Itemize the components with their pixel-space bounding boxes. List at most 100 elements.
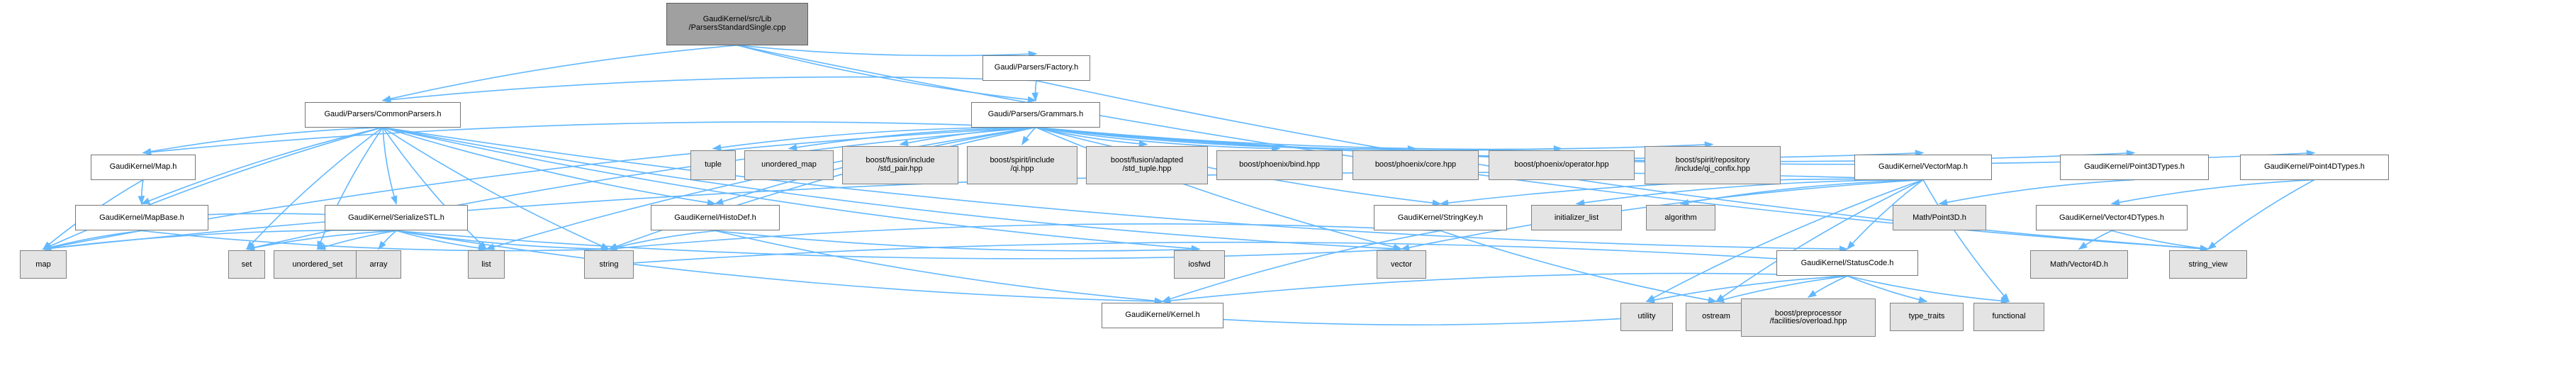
graph-edge-serializestl-to-vector <box>396 230 1403 260</box>
graph-node-set[interactable]: set <box>228 250 265 279</box>
graph-node-string_view[interactable]: string_view <box>2169 250 2247 279</box>
graph-node-stringkey[interactable]: GaudiKernel/StringKey.h <box>1374 205 1507 231</box>
graph-node-type_traits[interactable]: type_traits <box>1890 303 1964 332</box>
graph-edge-commonparsers-to-set <box>245 127 383 250</box>
graph-node-vectormap[interactable]: GaudiKernel/VectorMap.h <box>1854 154 1992 180</box>
graph-node-fusion_tuple[interactable]: boost/fusion/adapted /std_tuple.hpp <box>1086 145 1208 184</box>
graph-node-label: functional <box>1992 312 2026 321</box>
graph-node-label: Gaudi/Parsers/Factory.h <box>994 63 1079 72</box>
graph-edge-vectormap-to-ostream <box>1715 179 1924 303</box>
graph-node-label: GaudiKernel/src/Lib /ParsersStandardSing… <box>688 15 786 32</box>
graph-node-string[interactable]: string <box>584 250 634 279</box>
graph-node-label: GaudiKernel/Map.h <box>109 162 177 171</box>
graph-node-utility[interactable]: utility <box>1620 303 1673 332</box>
graph-node-mapbase[interactable]: GaudiKernel/MapBase.h <box>75 205 208 231</box>
graph-node-commonparsers[interactable]: Gaudi/Parsers/CommonParsers.h <box>305 101 461 128</box>
graph-node-math_point3d[interactable]: Math/Point3D.h <box>1893 205 1986 231</box>
graph-edge-point4dtypes-to-vector4dtypes <box>2110 179 2315 206</box>
graph-edge-statuscode-to-bp_overload <box>1807 275 1848 298</box>
graph-edge-statuscode-to-type_traits <box>1847 275 1928 303</box>
graph-edge-point3dtypes-to-math_point3d <box>1938 179 2135 206</box>
graph-node-phoenix_core[interactable]: boost/phoenix/core.hpp <box>1353 150 1479 180</box>
graph-node-kernel_h[interactable]: GaudiKernel/Kernel.h <box>1102 303 1223 329</box>
graph-node-label: boost/phoenix/operator.hpp <box>1514 160 1609 169</box>
graph-edge-vector4dtypes-to-string_view <box>2111 230 2210 252</box>
graph-edge-grammars-to-spirit_qi <box>1021 127 1036 145</box>
graph-node-list[interactable]: list <box>468 250 505 279</box>
graph-node-label: set <box>241 260 252 269</box>
graph-edge-statuscode-to-utility <box>1645 275 1848 303</box>
graph-edge-serializestl-to-array <box>378 230 397 250</box>
graph-edge-serializestl-to-unordered_set <box>316 230 397 250</box>
graph-node-label: utility <box>1637 312 1656 321</box>
graph-node-label: boost/phoenix/bind.hpp <box>1239 160 1320 169</box>
graph-node-label: iosfwd <box>1188 260 1211 269</box>
graph-node-label: unordered_map <box>761 160 817 169</box>
graph-node-point3dtypes[interactable]: GaudiKernel/Point3DTypes.h <box>2060 154 2209 180</box>
graph-edge-factory-to-commonparsers <box>381 76 1037 104</box>
graph-node-grammars[interactable]: Gaudi/Parsers/Grammars.h <box>971 101 1100 128</box>
graph-edge-histodef-to-string <box>607 230 716 251</box>
graph-node-root[interactable]: GaudiKernel/src/Lib /ParsersStandardSing… <box>666 2 808 45</box>
graph-edge-map_h-to-mapbase <box>138 179 145 206</box>
graph-node-bp_overload[interactable]: boost/preprocessor /facilities/overload.… <box>1741 298 1876 337</box>
graph-node-label: ostream <box>1702 312 1730 321</box>
graph-edge-stringkey-to-ostream <box>1440 230 1718 303</box>
graph-edge-commonparsers-to-unordered_set <box>317 127 383 250</box>
graph-node-label: type_traits <box>1908 312 1945 321</box>
graph-node-histodef[interactable]: GaudiKernel/HistoDef.h <box>651 205 780 231</box>
graph-edge-statuscode-to-kernel_h <box>1161 272 1848 304</box>
graph-node-spirit_qi[interactable]: boost/spirit/include /qi.hpp <box>967 145 1077 184</box>
graph-node-fusion_pair[interactable]: boost/fusion/include /std_pair.hpp <box>842 145 958 184</box>
graph-node-label: GaudiKernel/StatusCode.h <box>1801 258 1894 267</box>
graph-node-unordered_set[interactable]: unordered_set <box>274 250 362 279</box>
graph-edge-commonparsers-to-string <box>382 126 610 250</box>
graph-edge-mapbase-to-string <box>141 230 610 253</box>
graph-node-phoenix_bind[interactable]: boost/phoenix/bind.hpp <box>1216 150 1343 180</box>
graph-node-vector4dtypes[interactable]: GaudiKernel/Vector4DTypes.h <box>2036 205 2188 231</box>
graph-node-label: GaudiKernel/SerializeSTL.h <box>348 213 444 222</box>
graph-node-functional[interactable]: functional <box>1973 303 2044 332</box>
graph-edge-histodef-to-kernel_h <box>715 230 1164 305</box>
graph-edge-root-to-factory <box>737 45 1038 58</box>
graph-node-point4dtypes[interactable]: GaudiKernel/Point4DTypes.h <box>2240 154 2389 180</box>
graph-node-statuscode[interactable]: GaudiKernel/StatusCode.h <box>1776 250 1918 277</box>
graph-edge-grammars-to-fusion_pair <box>899 126 1036 147</box>
graph-node-label: vector <box>1391 260 1412 269</box>
graph-edge-statuscode-to-functional <box>1847 275 2010 305</box>
graph-node-qi_confix[interactable]: boost/spirit/repository /include/qi_conf… <box>1645 145 1781 184</box>
graph-node-label: boost/spirit/include /qi.hpp <box>990 156 1055 173</box>
graph-node-label: boost/preprocessor /facilities/overload.… <box>1769 308 1847 326</box>
graph-node-label: boost/fusion/include /std_pair.hpp <box>866 156 935 173</box>
graph-edge-serializestl-to-list <box>396 230 488 252</box>
graph-node-label: unordered_set <box>292 260 343 269</box>
graph-node-label: tuple <box>705 160 722 169</box>
graph-node-label: algorithm <box>1664 213 1697 222</box>
graph-edge-kernel_h-to-utility <box>1162 314 1648 325</box>
graph-node-array[interactable]: array <box>356 250 401 279</box>
graph-edge-grammars-to-fusion_tuple <box>1035 126 1148 147</box>
graph-node-label: boost/phoenix/core.hpp <box>1374 160 1457 169</box>
graph-node-label: map <box>35 260 51 269</box>
graph-node-serializestl[interactable]: GaudiKernel/SerializeSTL.h <box>325 205 468 231</box>
graph-node-unordered_map[interactable]: unordered_map <box>744 150 834 180</box>
graph-node-map[interactable]: map <box>20 250 67 279</box>
graph-node-label: GaudiKernel/MapBase.h <box>99 213 184 222</box>
graph-node-algorithm[interactable]: algorithm <box>1646 205 1715 231</box>
graph-node-math_vector4d[interactable]: Math/Vector4D.h <box>2030 250 2128 279</box>
graph-node-ostream[interactable]: ostream <box>1686 303 1747 332</box>
graph-node-tuple[interactable]: tuple <box>690 150 736 180</box>
graph-edge-commonparsers-to-list <box>382 127 488 250</box>
graph-node-factory[interactable]: Gaudi/Parsers/Factory.h <box>982 55 1090 81</box>
graph-node-label: array <box>369 260 388 269</box>
graph-edge-mapbase-to-map <box>42 230 142 251</box>
graph-node-label: GaudiKernel/VectorMap.h <box>1878 162 1968 171</box>
graph-node-map_h[interactable]: GaudiKernel/Map.h <box>91 154 196 180</box>
graph-node-initializer_list[interactable]: initializer_list <box>1531 205 1622 231</box>
graph-node-vector[interactable]: vector <box>1377 250 1426 279</box>
graph-node-iosfwd[interactable]: iosfwd <box>1174 250 1225 279</box>
graph-node-phoenix_operator[interactable]: boost/phoenix/operator.hpp <box>1489 150 1635 180</box>
graph-edge-histodef-to-iosfwd <box>715 230 1201 253</box>
